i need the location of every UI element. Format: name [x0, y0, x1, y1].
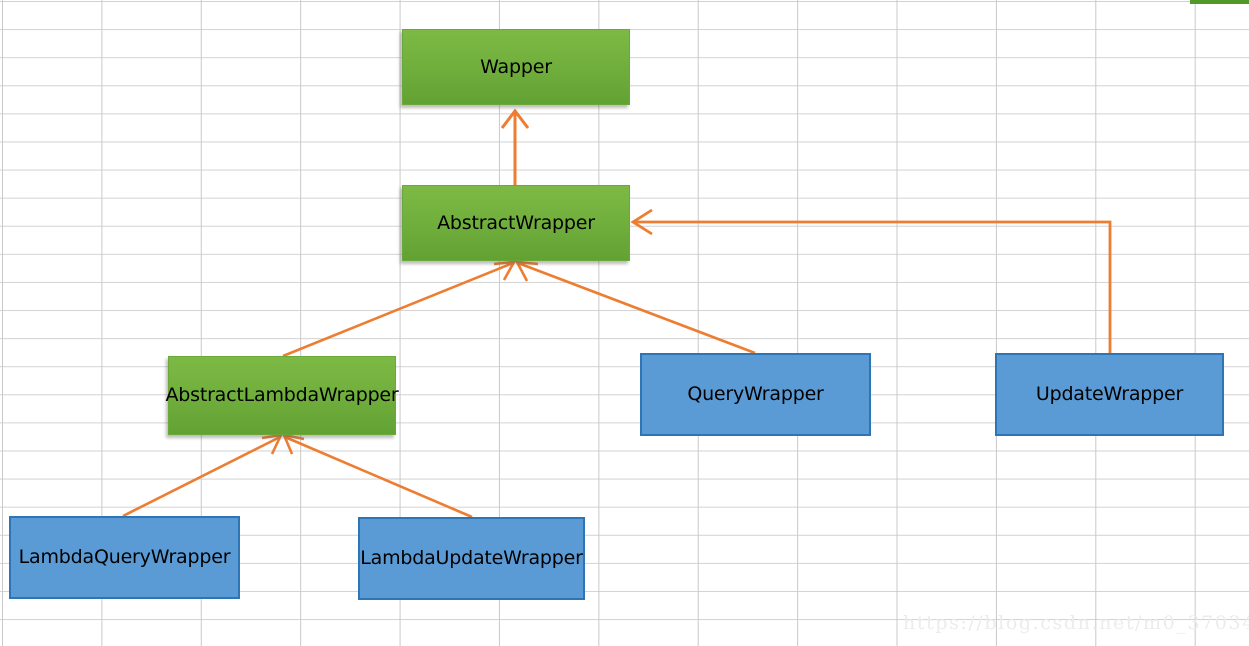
accent-strip — [1190, 0, 1249, 4]
edge-query-wrapper-to-abstract-wrapper — [514, 260, 756, 355]
node-label: AbstractLambdaWrapper — [165, 384, 399, 406]
node-lambda-query-wrapper[interactable]: LambdaQueryWrapper — [9, 516, 240, 599]
node-label: Wapper — [480, 55, 552, 78]
node-abstract-lambda-wrapper[interactable]: AbstractLambdaWrapper — [165, 356, 399, 435]
edge-lambda-update-wrapper-to-abstract-lambda-wrapper — [281, 433, 473, 519]
node-abstract-wrapper[interactable]: AbstractWrapper — [402, 185, 630, 261]
node-label: UpdateWrapper — [1035, 383, 1184, 405]
edge-abstract-wrapper-to-wapper — [500, 108, 530, 185]
node-label: AbstractWrapper — [437, 211, 595, 234]
edge-lambda-query-wrapper-to-abstract-lambda-wrapper — [122, 433, 284, 518]
edge-abstract-lambda-wrapper-to-abstract-wrapper — [282, 260, 517, 358]
node-label: QueryWrapper — [687, 383, 824, 405]
node-lambda-update-wrapper[interactable]: LambdaUpdateWrapper — [358, 517, 585, 600]
node-query-wrapper[interactable]: QueryWrapper — [640, 353, 871, 436]
node-label: LambdaQueryWrapper — [18, 546, 231, 568]
watermark-text: https://blog.csdn.net/m0_37034294 — [903, 612, 1249, 634]
node-label: LambdaUpdateWrapper — [360, 547, 583, 569]
node-wapper[interactable]: Wapper — [402, 29, 630, 105]
node-update-wrapper[interactable]: UpdateWrapper — [995, 353, 1224, 436]
edge-update-wrapper-to-abstract-wrapper — [630, 208, 1112, 353]
